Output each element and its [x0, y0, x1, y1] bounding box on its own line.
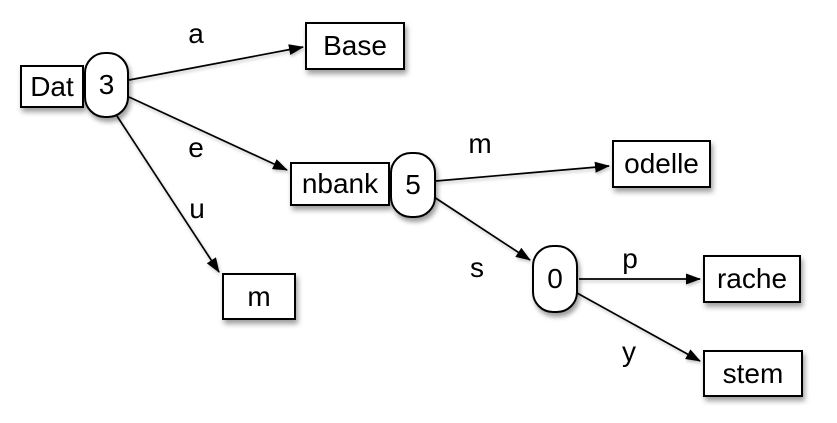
node-root-count-oval: 3: [84, 52, 129, 118]
edge-root-m: [116, 115, 220, 273]
node-base-label: Base: [323, 30, 387, 61]
node-m-box: m: [222, 273, 296, 320]
node-0-count-oval: 0: [532, 245, 578, 313]
node-odelle-label: odelle: [624, 148, 699, 179]
node-root-label: Dat: [30, 70, 74, 102]
edge-nbank-odelle: [435, 161, 610, 182]
edge-root-nbank: [128, 96, 288, 171]
node-nbank-count: 5: [405, 169, 421, 200]
edge-arrows: [116, 44, 701, 362]
edge-label-a: a: [188, 18, 204, 49]
edge-label-u: u: [189, 193, 205, 224]
node-root-box: Dat: [20, 65, 84, 108]
node-base-box: Base: [305, 22, 405, 70]
edge-label-s: s: [470, 252, 484, 283]
node-stem-box: stem: [703, 350, 803, 397]
node-0-count: 0: [547, 263, 563, 294]
edge-label-p: p: [622, 243, 638, 274]
node-nbank-label: nbank: [301, 168, 379, 199]
edge-label-e: e: [188, 132, 204, 163]
node-rache-label: rache: [716, 263, 788, 294]
node-m-label: m: [247, 280, 271, 312]
edge-label-y: y: [622, 336, 636, 367]
edge-nbank-n0: [433, 196, 531, 261]
edge-n0-stem: [576, 292, 701, 362]
node-root-count: 3: [98, 69, 115, 100]
node-rache-box: rache: [703, 255, 801, 303]
node-odelle-box: odelle: [612, 140, 711, 188]
node-nbank-box: nbank: [290, 162, 390, 206]
node-nbank-count-oval: 5: [390, 152, 436, 218]
edge-label-m: m: [468, 128, 491, 159]
node-stem-label: stem: [722, 357, 784, 389]
edge-root-base: [128, 44, 304, 81]
